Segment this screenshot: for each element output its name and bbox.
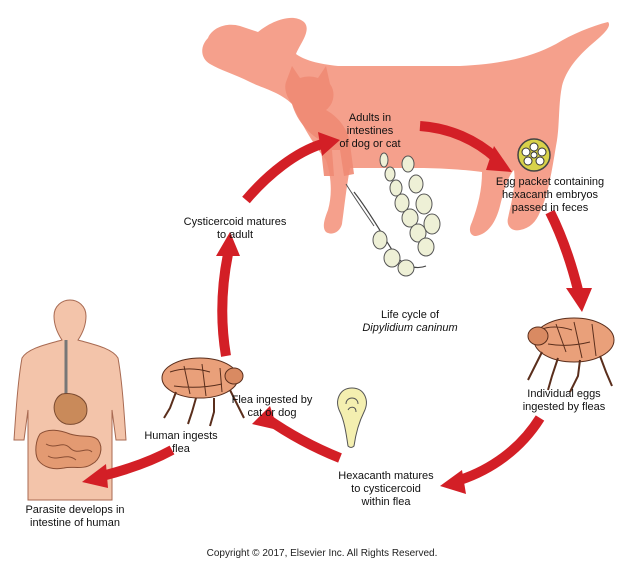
cysticercoid-icon bbox=[337, 387, 367, 448]
arrow-hexacanth-to-flea-ingested bbox=[263, 413, 342, 463]
arrow-cysticercoid-to-adults bbox=[242, 139, 324, 204]
arrow-adults-to-eggs bbox=[419, 121, 500, 162]
cat-silhouette-icon bbox=[285, 66, 354, 176]
arrowhead-4 bbox=[252, 406, 278, 430]
label-cysticercoid: Cysticercoid matures to adult bbox=[183, 216, 287, 241]
arrowhead-1 bbox=[486, 146, 512, 172]
arrow-eggs-to-flea bbox=[545, 209, 583, 292]
copyright-text: Copyright © 2017, Elsevier Inc. All Righ… bbox=[206, 548, 438, 559]
tapeworm-icon bbox=[345, 152, 441, 277]
arrowhead-7 bbox=[82, 464, 108, 488]
flea-icon bbox=[527, 317, 615, 393]
egg-packet-icon bbox=[517, 138, 551, 172]
arrow-flea-to-cysticercoid bbox=[217, 253, 233, 357]
arrowhead-5 bbox=[216, 232, 240, 256]
arrow-human-ingests bbox=[100, 445, 175, 481]
arrowhead-2 bbox=[566, 288, 592, 312]
label-adults: Adults in intestines of dog or cat bbox=[339, 112, 401, 150]
label-parasite-human: Parasite develops in intestine of human bbox=[25, 504, 125, 529]
human-body-icon bbox=[13, 299, 127, 501]
label-egg-packet: Egg packet containing hexacanth embryos … bbox=[495, 176, 605, 214]
center-title-line: Life cycle of bbox=[380, 309, 440, 321]
label-hexacanth: Hexacanth matures to cysticercoid within… bbox=[338, 470, 434, 508]
arrow-flea-to-hexacanth bbox=[458, 415, 545, 485]
label-flea-ingested: Flea ingested by cat or dog bbox=[231, 394, 313, 419]
arrowhead-6 bbox=[318, 132, 340, 156]
center-title: Life cycle of Dipylidium caninum bbox=[330, 309, 490, 335]
dog-silhouette-icon bbox=[202, 17, 610, 236]
label-human-ingests: Human ingests flea bbox=[144, 430, 218, 455]
arrowhead-3 bbox=[440, 470, 466, 494]
center-title-species: Dipylidium caninum bbox=[362, 322, 458, 334]
label-individual-eggs: Individual eggs ingested by fleas bbox=[522, 388, 606, 413]
flea-icon bbox=[161, 357, 245, 427]
